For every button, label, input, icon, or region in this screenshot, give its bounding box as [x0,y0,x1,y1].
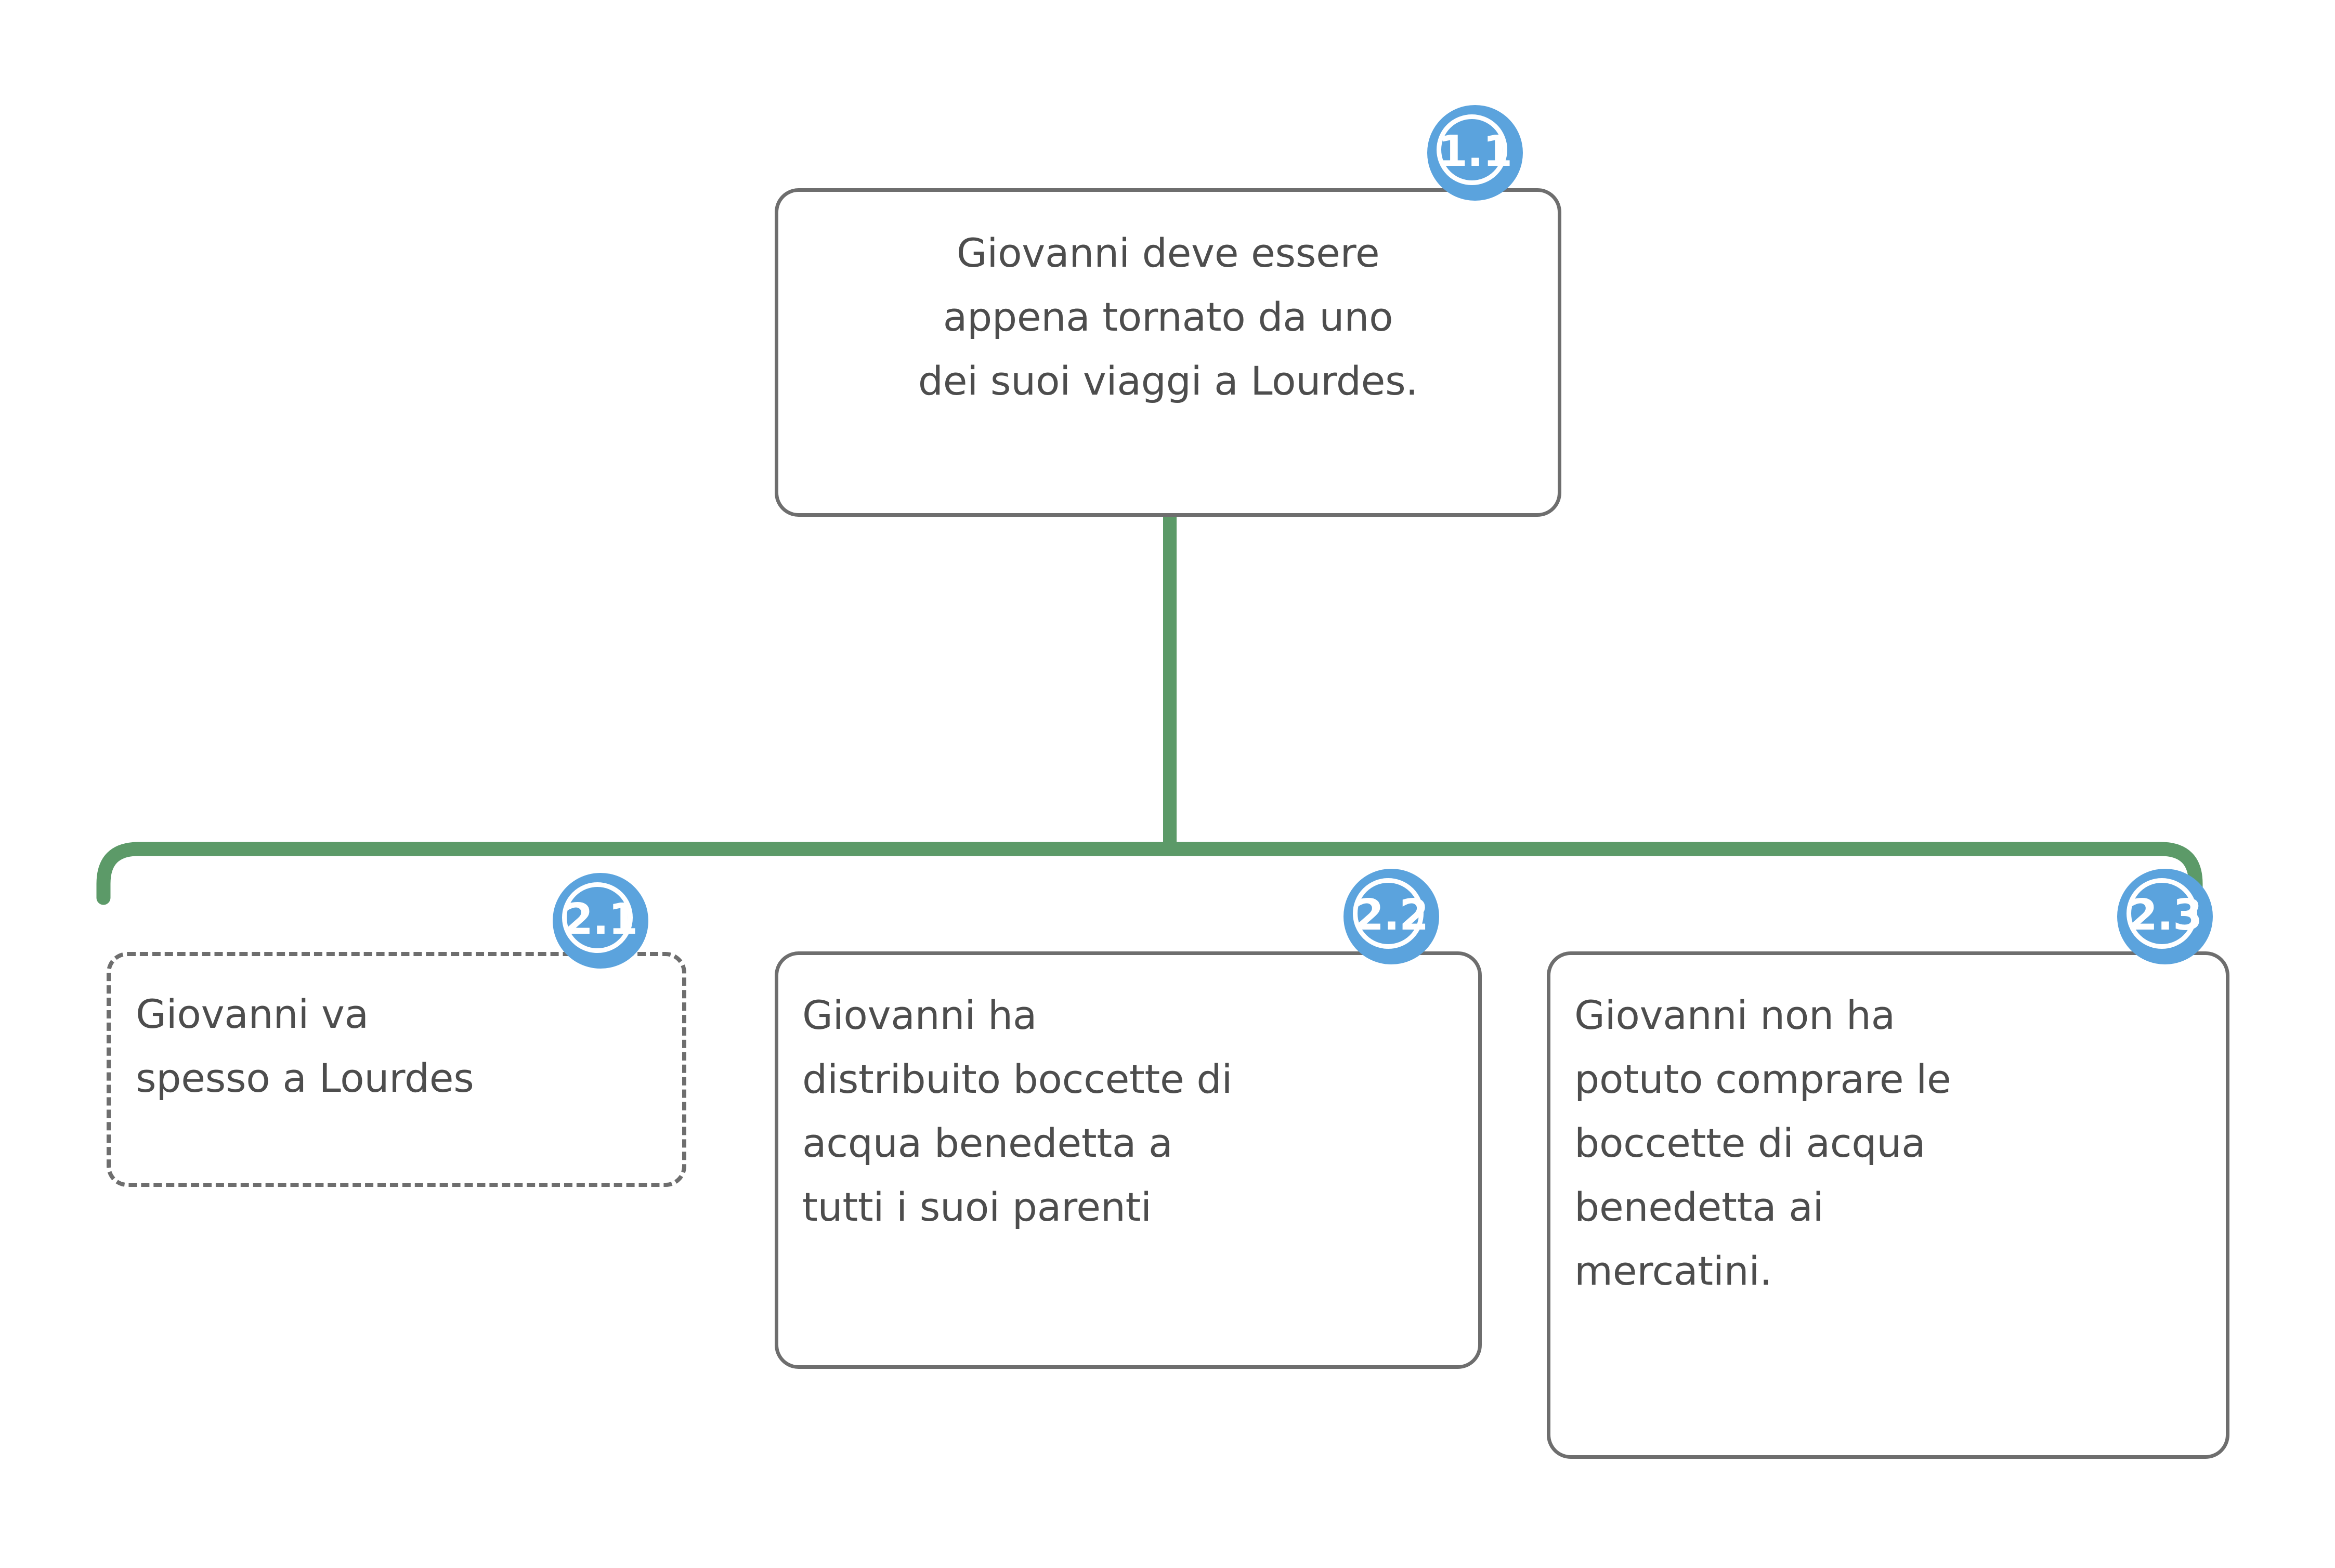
badge-2-1-label: 2.1 [563,895,638,944]
node-2-3-text: Giovanni non ha potuto comprare le bocce… [1574,992,1951,1295]
node-2-2[interactable]: Giovanni ha distribuito boccette di acqu… [775,951,1482,1369]
node-2-1[interactable]: Giovanni va spesso a Lourdes [107,952,686,1187]
node-2-3[interactable]: Giovanni non ha potuto comprare le bocce… [1547,951,2229,1459]
badge-2-3[interactable]: 2.3 [2117,869,2213,964]
node-2-1-text: Giovanni va spesso a Lourdes [136,991,474,1102]
node-1-1-text: Giovanni deve essere appena tornato da u… [918,230,1418,404]
badge-2-1[interactable]: 2.1 [553,873,648,969]
connector-bus [96,842,2203,905]
badge-2-3-label: 2.3 [2128,891,2202,940]
node-2-2-text: Giovanni ha distribuito boccette di acqu… [802,992,1233,1231]
badge-1-1[interactable]: 1.1 [1427,105,1523,201]
badge-2-2[interactable]: 2.2 [1343,869,1439,964]
badge-2-2-label: 2.2 [1354,891,1429,940]
badge-1-1-label: 1.1 [1438,127,1512,176]
node-1-1[interactable]: Giovanni deve essere appena tornato da u… [775,188,1561,517]
